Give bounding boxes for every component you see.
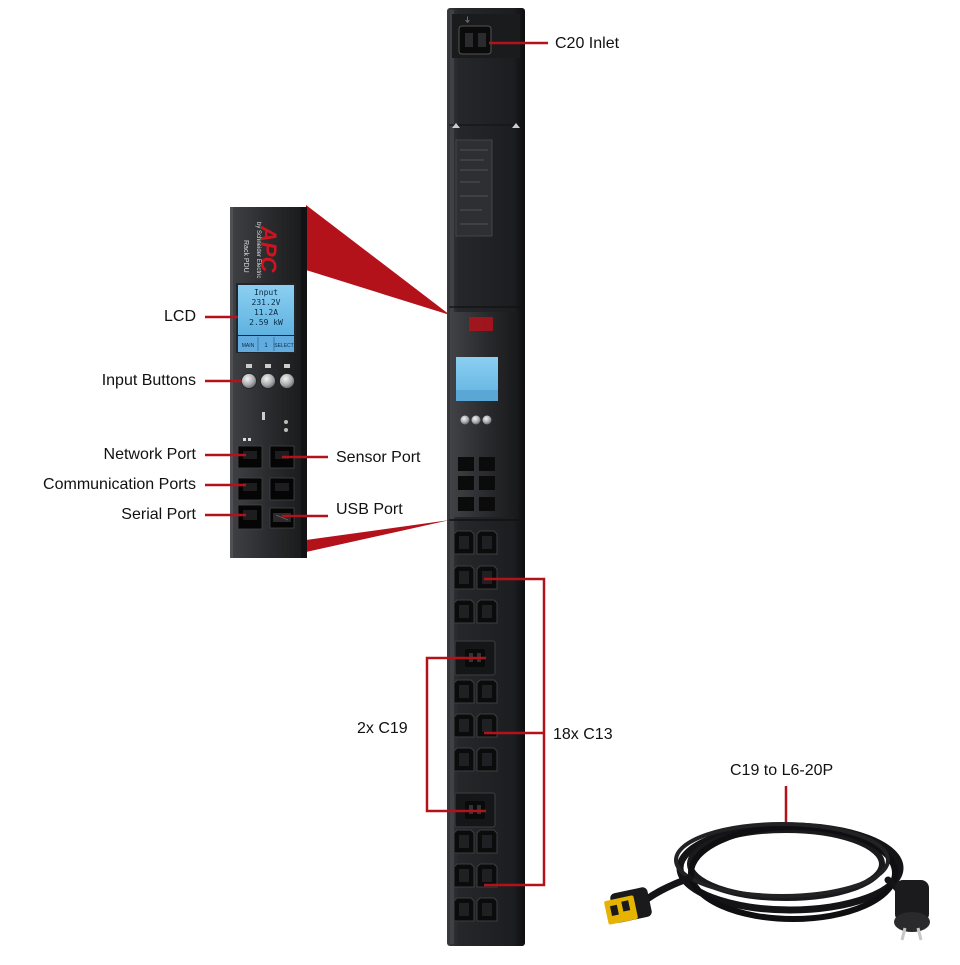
callout-leaders — [205, 41, 788, 887]
serial-port-socket — [237, 504, 263, 530]
c13-outlet — [453, 897, 475, 922]
c13-outlet — [453, 747, 475, 772]
network-port-socket — [237, 445, 263, 469]
label-c13-count: 18x C13 — [553, 726, 613, 743]
c20-inlet-socket: ⏚ — [458, 16, 492, 55]
label-communication-ports: Communication Ports — [43, 476, 196, 493]
zoom-callout-bottom — [306, 520, 450, 552]
label-network-port: Network Port — [103, 446, 196, 463]
lcd-screen: Input 231.2V 11.2A 2.59 kW MAIN 1 SELECT — [236, 283, 296, 353]
c19-plug — [604, 887, 652, 925]
label-usb-port: USB Port — [336, 501, 403, 518]
c13-outlet — [476, 599, 498, 624]
c13-outlet — [476, 863, 498, 888]
svg-text:⏚: ⏚ — [464, 16, 471, 24]
enlarged-control-panel: APC by Schneider Electric Rack PDU Input… — [230, 207, 307, 558]
lcd-line-4: 2.59 kW — [249, 318, 283, 327]
c13-outlet — [476, 747, 498, 772]
power-cord-illustration — [636, 822, 909, 922]
communication-port-socket-b — [269, 477, 295, 501]
c13-outlet — [453, 679, 475, 704]
label-serial-port: Serial Port — [121, 506, 196, 523]
label-c20-inlet: C20 Inlet — [555, 35, 620, 52]
rating-label — [455, 139, 493, 237]
communication-port-socket-a — [237, 477, 263, 501]
lcd-line-2: 231.2V — [252, 298, 281, 307]
c13-outlet — [453, 599, 475, 624]
c13-outlet — [476, 530, 498, 555]
model-name: Rack PDU — [242, 240, 249, 273]
label-cable: C19 to L6-20P — [730, 762, 834, 779]
usb-port-socket — [269, 507, 295, 529]
label-input-buttons: Input Buttons — [101, 372, 196, 389]
c13-outlet — [453, 530, 475, 555]
mini-control-panel — [452, 312, 518, 517]
label-lcd: LCD — [163, 308, 196, 325]
c13-outlet — [476, 565, 498, 590]
input-buttons — [241, 364, 295, 389]
lcd-soft-key-mid: 1 — [264, 343, 268, 349]
lcd-soft-key-select: SELECT — [274, 343, 293, 349]
c13-outlet — [453, 713, 475, 738]
label-c19-count: 2x C19 — [357, 720, 408, 737]
lcd-line-1: Input — [254, 288, 278, 297]
lcd-soft-key-main: MAIN — [242, 343, 255, 349]
lcd-line-3: 11.2A — [254, 308, 278, 317]
c13-outlet — [476, 897, 498, 922]
c13-outlet — [476, 713, 498, 738]
pdu-strip: ⏚ — [447, 8, 525, 946]
brand-subtitle: by Schneider Electric — [255, 222, 261, 278]
c13-outlet — [453, 565, 475, 590]
apc-logo: APC — [256, 225, 281, 274]
c13-outlet — [453, 829, 475, 854]
l6-20p-plug — [894, 880, 930, 941]
zoom-callout-top — [306, 205, 450, 315]
c13-outlet — [476, 679, 498, 704]
label-sensor-port: Sensor Port — [336, 449, 421, 466]
c13-outlet — [453, 863, 475, 888]
c13-outlet — [476, 829, 498, 854]
